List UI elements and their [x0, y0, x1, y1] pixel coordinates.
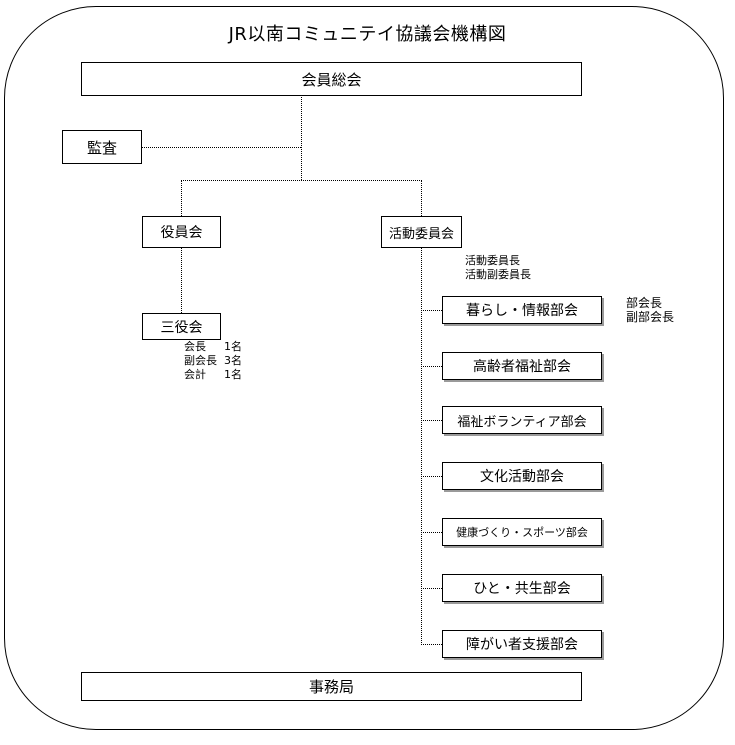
division-box: 福祉ボランティア部会	[442, 406, 602, 434]
officer-row: 会長 1名	[184, 340, 242, 354]
division-box: 高齢者福祉部会	[442, 352, 602, 380]
division-box: 文化活動部会	[442, 462, 602, 490]
officer-role: 会計	[184, 368, 206, 381]
officer-count: 1名	[224, 368, 242, 381]
officer-count: 1名	[224, 340, 242, 353]
connector	[421, 180, 422, 216]
general-assembly-box: 会員総会	[81, 62, 582, 96]
activity-committee-roles: 活動委員長 活動副委員長	[465, 254, 531, 282]
officer-count: 3名	[224, 354, 242, 367]
division-box: 障がい者支援部会	[442, 630, 602, 658]
division-box: ひと・共生部会	[442, 574, 602, 602]
audit-box: 監査	[62, 130, 142, 164]
division-box: 健康づくり・スポーツ部会	[442, 518, 602, 546]
connector	[421, 644, 442, 645]
officer-role: 副会長	[184, 354, 217, 367]
officer-row: 副会長 3名	[184, 354, 242, 368]
activity-committee-box: 活動委員会	[381, 216, 462, 248]
connector	[181, 180, 422, 181]
connector	[421, 532, 442, 533]
connector	[421, 248, 422, 645]
diagram-title: JR以南コミュニテイ協議会機構図	[228, 24, 507, 45]
connector	[301, 95, 302, 180]
activity-committee-vice-chair: 活動副委員長	[465, 268, 531, 281]
connector	[421, 366, 442, 367]
connector	[421, 588, 442, 589]
division-box: 暮らし・情報部会	[442, 296, 602, 324]
connector	[181, 248, 182, 313]
division-roles: 部会長 副部会長	[626, 296, 674, 324]
board-box: 役員会	[142, 216, 221, 248]
connector	[421, 476, 442, 477]
connector	[421, 310, 442, 311]
connector	[142, 147, 301, 148]
connector	[421, 420, 442, 421]
officer-row: 会計 1名	[184, 368, 242, 382]
officer-list: 会長 1名 副会長 3名 会計 1名	[184, 340, 242, 382]
three-officers-box: 三役会	[142, 313, 221, 340]
secretariat-box: 事務局	[81, 672, 582, 701]
connector	[181, 180, 182, 216]
division-head: 部会長	[626, 296, 663, 310]
division-vice-head: 副部会長	[626, 310, 675, 324]
diagram-frame	[4, 6, 724, 730]
activity-committee-chair: 活動委員長	[465, 254, 520, 267]
officer-role: 会長	[184, 340, 206, 353]
